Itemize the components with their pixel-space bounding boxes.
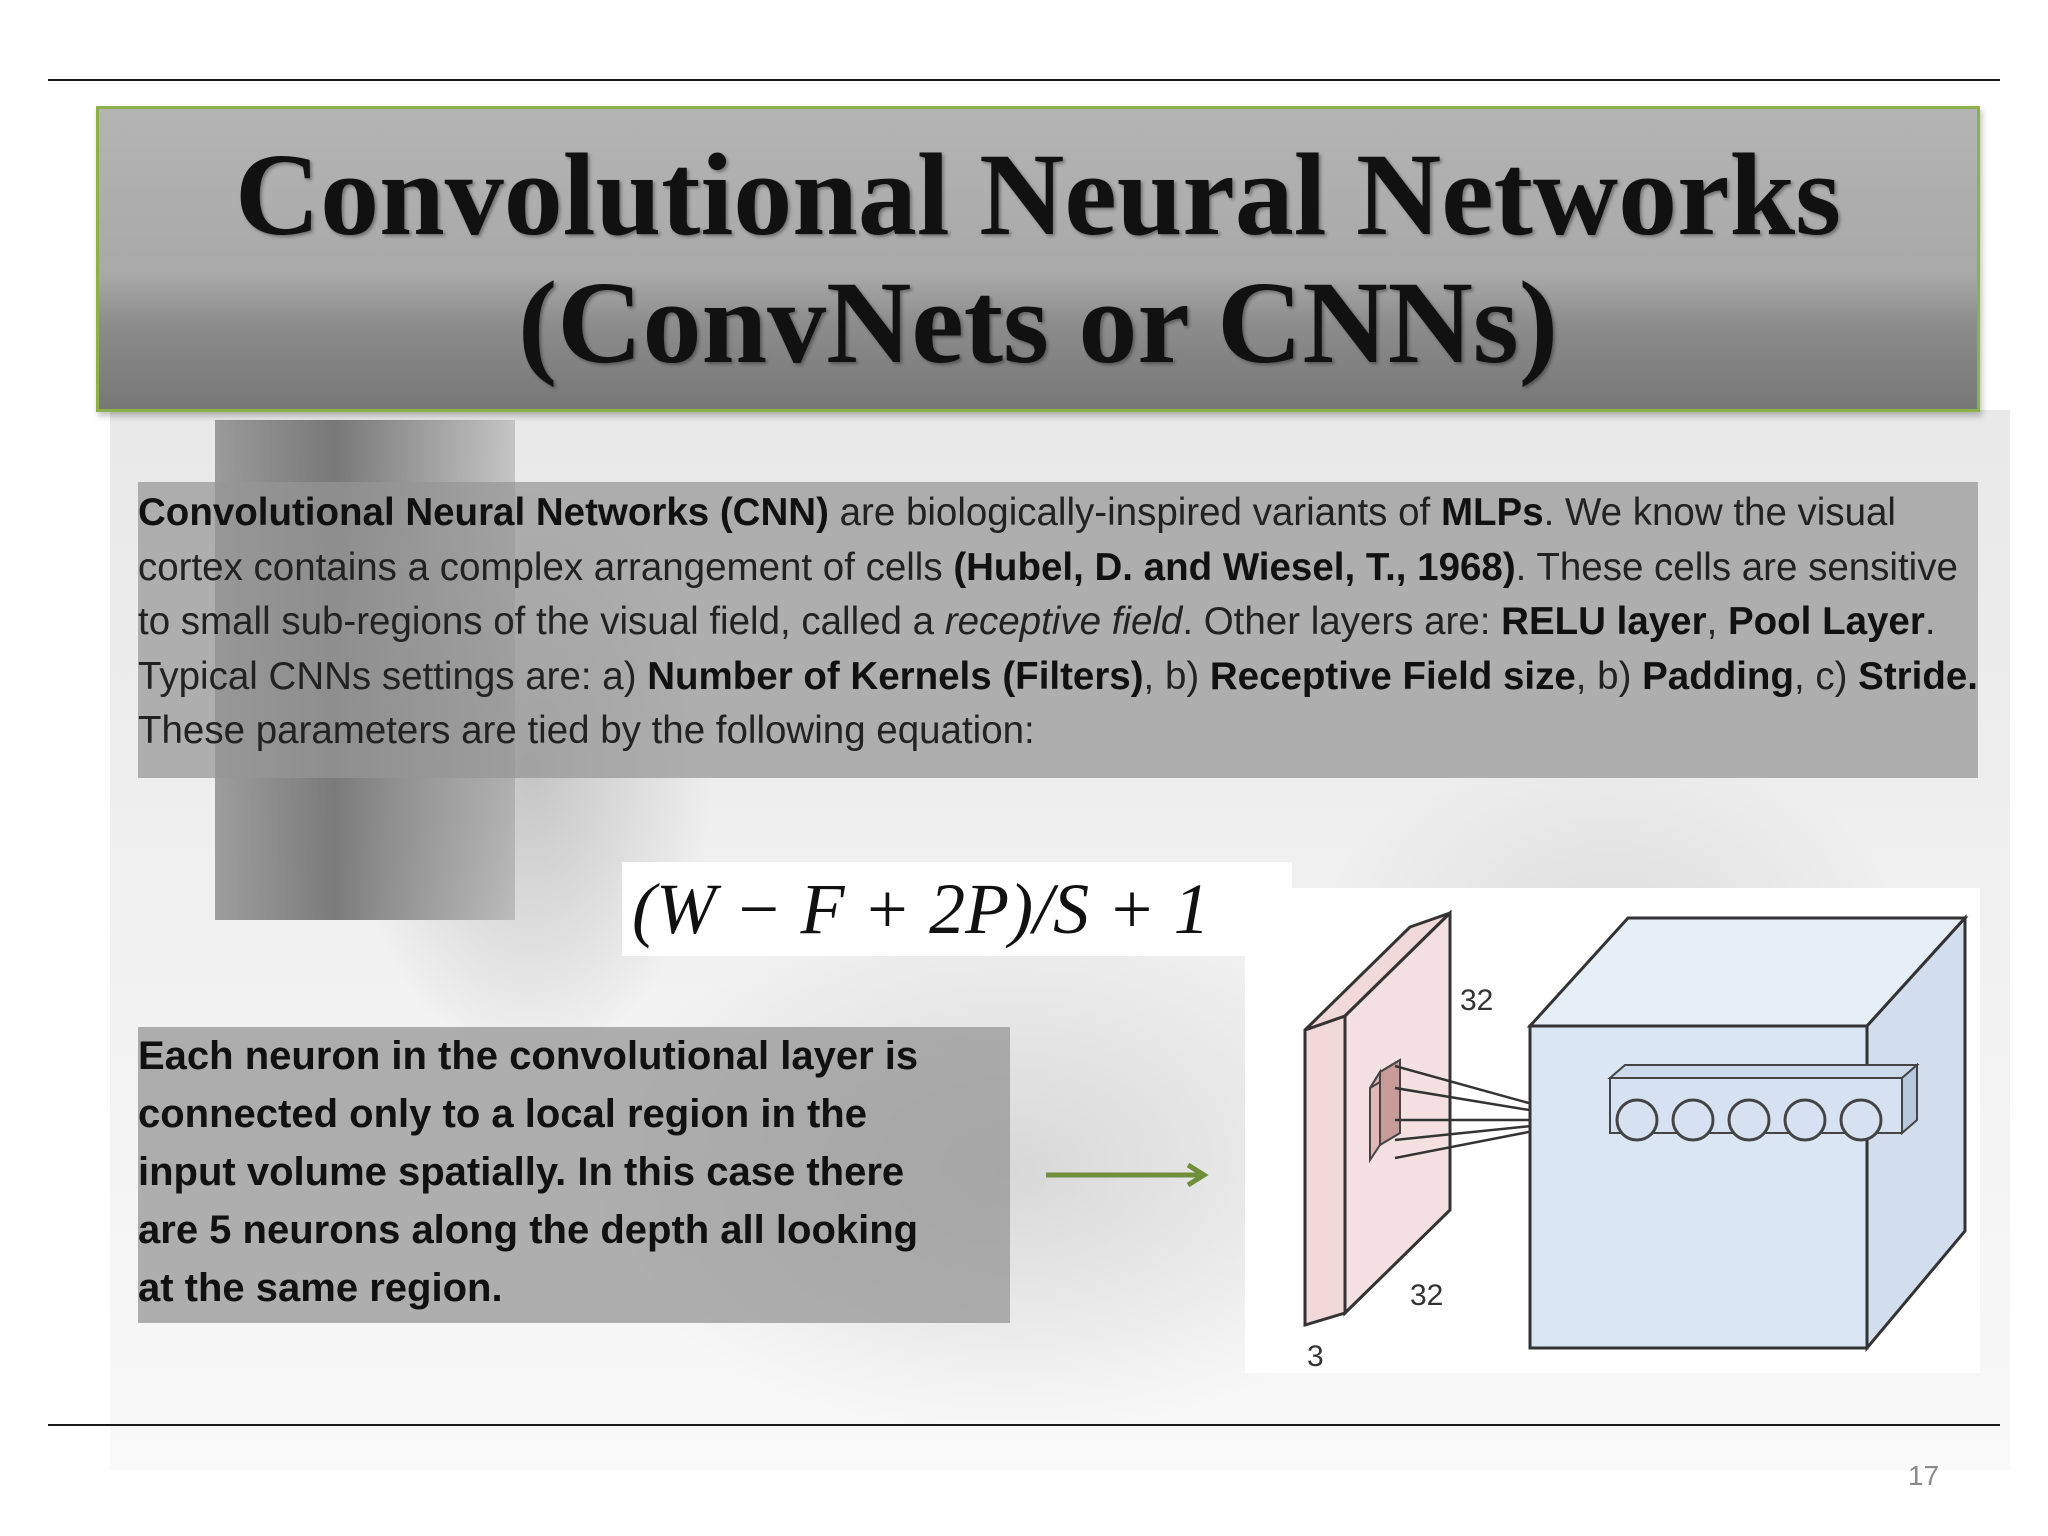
top-divider: [48, 79, 2000, 81]
citation: (Hubel, D. and Wiesel, T., 1968): [953, 545, 1516, 589]
note-line: connected only to a local region in the: [138, 1092, 867, 1136]
note-line: at the same region.: [138, 1266, 503, 1310]
term-receptive-field-size: Receptive Field size: [1209, 654, 1576, 698]
neuron-column: [1607, 1062, 1920, 1142]
neuron: [1615, 1098, 1659, 1142]
dimension-label-height: 32: [1460, 984, 1493, 1017]
dimension-label-width: 32: [1410, 1279, 1443, 1312]
term-cnn: Convolutional Neural Networks (CNN): [138, 491, 829, 534]
term-pool-layer: Pool Layer: [1727, 600, 1925, 643]
receptive-region: [1369, 1058, 1401, 1164]
equation-text: (W − F + 2P)/S + 1: [632, 869, 1210, 949]
term-relu-layer: RELU layer: [1501, 600, 1707, 643]
neuron: [1783, 1098, 1827, 1142]
dimension-label-depth: 3: [1307, 1340, 1324, 1373]
para-text: These parameters are tied by the followi…: [138, 709, 1035, 752]
neuron-note: Each neuron in the convolutional layer i…: [138, 1027, 1010, 1323]
para-text: . We know the visual cortex contains a c…: [138, 491, 1896, 589]
title-line-2: (ConvNets or CNNs): [517, 257, 1559, 388]
para-text: . Typical CNNs settings are: a): [138, 600, 1936, 698]
neuron: [1727, 1098, 1771, 1142]
para-text: . Other layers are:: [1182, 600, 1502, 643]
term-padding: Padding: [1642, 654, 1794, 698]
title-banner: Convolutional Neural Networks (ConvNets …: [96, 106, 1980, 412]
para-text: ,: [1706, 600, 1728, 643]
term-mlps: MLPs: [1440, 491, 1544, 534]
page-number: 17: [1908, 1460, 1940, 1491]
term-stride: Stride.: [1858, 654, 1978, 698]
note-line: Each neuron in the convolutional layer i…: [138, 1034, 919, 1078]
term-receptive-field: receptive field: [944, 600, 1183, 643]
neuron: [1839, 1098, 1883, 1142]
para-text: are biologically-inspired variants of: [828, 491, 1441, 534]
output-size-equation: (W − F + 2P)/S + 1: [622, 862, 1292, 956]
para-text: , b): [1143, 654, 1210, 698]
para-text: . These cells are sensitive to small sub…: [138, 545, 1958, 644]
receptive-field-diagram: 32 32 3: [1245, 888, 1980, 1373]
title-line-1: Convolutional Neural Networks: [234, 129, 1842, 260]
note-line: input volume spatially. In this case the…: [138, 1150, 905, 1194]
para-text: , c): [1793, 654, 1859, 698]
intro-paragraph: Convolutional Neural Networks (CNN) are …: [138, 482, 1978, 778]
neuron: [1671, 1098, 1715, 1142]
para-text: , b): [1575, 654, 1643, 698]
bottom-divider: [48, 1424, 2000, 1426]
arrow-right-icon: [1046, 1162, 1209, 1188]
note-line: are 5 neurons along the depth all lookin…: [138, 1208, 919, 1252]
term-kernels: Number of Kernels (Filters): [647, 654, 1144, 698]
